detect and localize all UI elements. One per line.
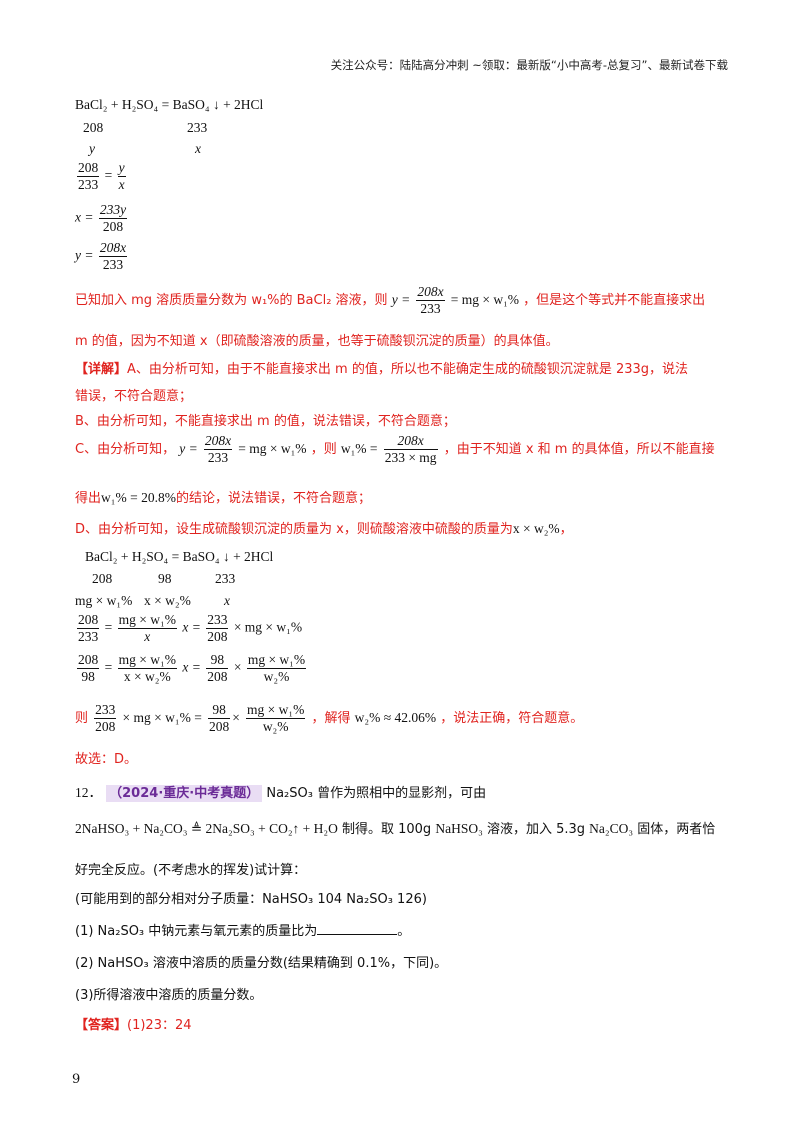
subquestion-3: (3)所得溶液中溶质的质量分数。 bbox=[75, 988, 263, 1003]
mass-bacl2: mg × w₁% bbox=[75, 593, 133, 608]
reaction-equation-1: BaCl₂ + H₂SO₄ = BaSO₄ ↓ + 2HCl bbox=[75, 97, 264, 112]
question-12-line-2: 2NaHSO₃ + Na₂CO₃ ≜ 2Na₂SO₃ + CO₂↑ + H₂O … bbox=[75, 821, 716, 837]
page-number: 9 bbox=[72, 1072, 81, 1087]
var-x: x bbox=[195, 141, 201, 156]
reaction-equation-2: BaCl₂ + H₂SO₄ = BaSO₄ ↓ + 2HCl bbox=[85, 549, 274, 564]
answer-line: 【答案】(1)23：24 bbox=[75, 1018, 192, 1033]
subquestion-2: (2) NaHSO₃ 溶液中溶质的质量分数(结果精确到 0.1%，下同)。 bbox=[75, 956, 448, 971]
molar-mass-bacl2-2: 208 bbox=[92, 571, 113, 586]
answer-blank bbox=[317, 922, 398, 935]
detail-a-line-1: 【详解】A、由分析可知，由于不能直接求出 m 的值，所以也不能确定生成的硫酸钡沉… bbox=[75, 362, 689, 377]
question-12-molar-masses: (可能用到的部分相对分子质量：NaHSO₃ 104 Na₂SO₃ 126) bbox=[75, 892, 427, 907]
var-y: y bbox=[89, 141, 95, 156]
molar-mass-baso4-2: 233 bbox=[215, 571, 236, 586]
mass-baso4: x bbox=[224, 593, 230, 608]
detail-d-line-1: D、由分析可知，设生成硫酸钡沉淀的质量为 x，则硫酸溶液中硫酸的质量为x × w… bbox=[75, 521, 573, 537]
source-tag: （2024·重庆·中考真题） bbox=[106, 785, 263, 802]
mass-h2so4: x × w₂% bbox=[144, 593, 191, 608]
detail-b: B、由分析可知，不能直接求出 m 的值，说法错误，不符合题意； bbox=[75, 414, 456, 429]
detail-a-line-2: 错误，不符合题意； bbox=[75, 389, 193, 404]
question-12-line-1: 12． （2024·重庆·中考真题） Na₂SO₃ 曾作为照相中的显影剂，可由 bbox=[75, 785, 487, 802]
molar-mass-h2so4: 98 bbox=[158, 571, 172, 586]
subquestion-1: (1) Na₂SO₃ 中钠元素与氧元素的质量比为。 bbox=[75, 922, 411, 939]
question-12-line-3: 好完全反应。(不考虑水的挥发)试计算： bbox=[75, 863, 307, 878]
final-choice: 故选：D。 bbox=[75, 752, 138, 767]
analysis-line-1: 已知加入 mg 溶质质量分数为 w₁%的 BaCl₂ 溶液，则 y = 208x… bbox=[75, 284, 706, 316]
analysis-line-2: m 的值，因为不知道 x（即硫酸溶液的质量，也等于硫酸钡沉淀的质量）的具体值。 bbox=[75, 334, 559, 349]
detail-c-line-2: 得出w₁% = 20.8%的结论，说法错误，不符合题意； bbox=[75, 490, 371, 506]
page-header: 关注公众号：陆陆高分冲刺 ~领取：最新版“小中高考-总复习”、最新试卷下载 bbox=[330, 58, 728, 72]
molar-mass-bacl2: 208 bbox=[83, 120, 104, 135]
molar-mass-baso4: 233 bbox=[187, 120, 208, 135]
